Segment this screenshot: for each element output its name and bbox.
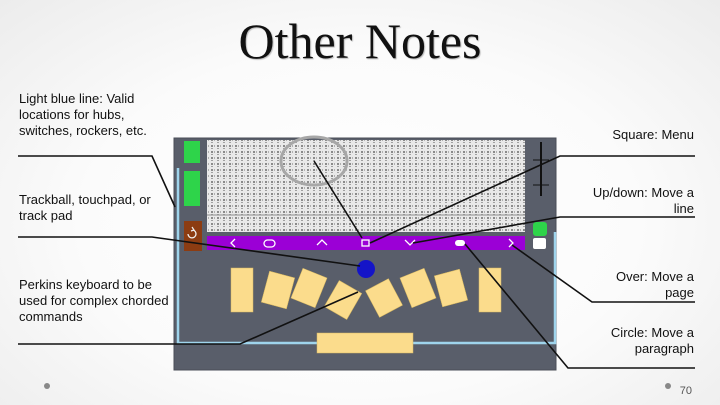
bullet-dot xyxy=(665,383,671,389)
green-key xyxy=(184,141,200,163)
filled-oval-icon xyxy=(455,240,465,246)
perkins-keys xyxy=(230,267,502,354)
page-number: 70 xyxy=(679,385,692,397)
callout-line-perkins xyxy=(18,291,359,345)
highlight-circle xyxy=(279,135,349,187)
callout-line-circle xyxy=(464,243,695,369)
perkins-key xyxy=(478,267,502,313)
perkins-key xyxy=(230,267,254,313)
chevron-up-icon xyxy=(316,239,328,246)
callout-line-trackball xyxy=(18,236,361,267)
undo-icon xyxy=(187,229,197,239)
perkins-key xyxy=(433,268,469,308)
perkins-key xyxy=(399,267,437,309)
note-square-menu: Square: Menu xyxy=(612,127,694,142)
slide-title: Other Notes xyxy=(238,13,482,69)
chevron-down-icon xyxy=(404,239,416,246)
perkins-key xyxy=(365,278,403,318)
callout-line-light-blue xyxy=(18,155,176,208)
trackball xyxy=(357,260,375,278)
callout-line-updown xyxy=(412,216,695,244)
green-key xyxy=(533,222,547,236)
perkins-key xyxy=(323,280,363,320)
note-perkins-keyboard: Perkins keyboard to be used for complex … xyxy=(19,277,169,324)
square-menu-icon xyxy=(361,239,370,247)
white-key xyxy=(533,238,546,249)
note-up-down: Up/down: Move a line xyxy=(592,185,694,216)
chevron-left-icon xyxy=(230,238,236,248)
perkins-key xyxy=(260,270,296,310)
brown-key xyxy=(184,221,202,251)
callout-line-square xyxy=(369,155,695,244)
callout-line-circle-to-square xyxy=(313,160,363,239)
chevron-right-icon xyxy=(508,238,514,248)
button-bar xyxy=(207,236,525,250)
bullet-dot xyxy=(44,383,50,389)
note-over: Over: Move a page xyxy=(615,269,694,300)
note-light-blue-line: Light blue line: Valid locations for hub… xyxy=(19,91,147,138)
perkins-key xyxy=(316,332,414,354)
callout-line-over xyxy=(511,244,695,303)
oval-button-icon xyxy=(263,239,276,248)
perkins-key xyxy=(290,267,328,309)
note-circle: Circle: Move a paragraph xyxy=(610,325,694,356)
green-key xyxy=(184,171,200,206)
braille-display xyxy=(207,140,525,232)
note-trackball: Trackball, touchpad, or track pad xyxy=(19,192,151,223)
